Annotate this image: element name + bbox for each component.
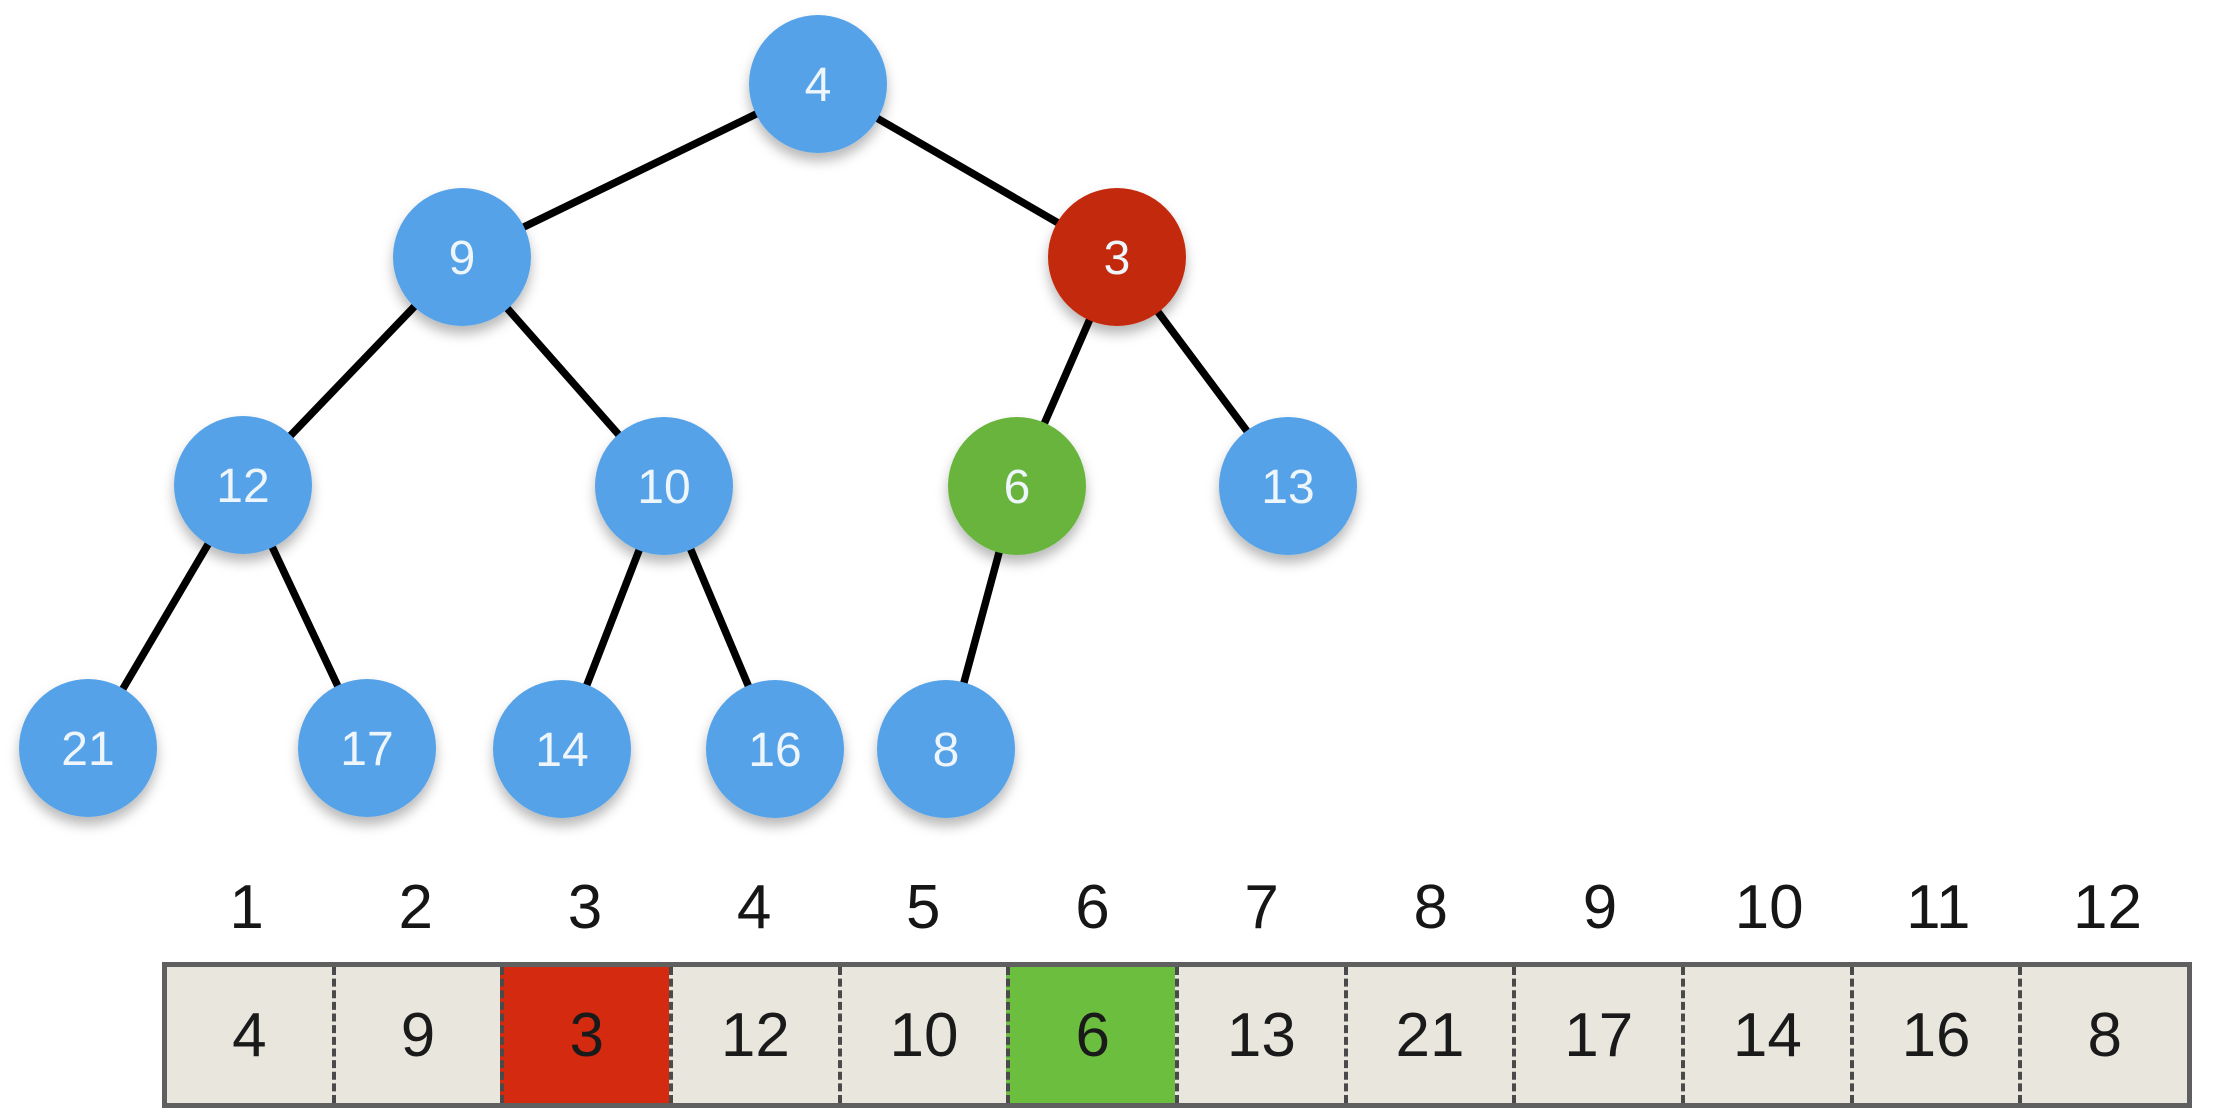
tree-node-value: 6 (1004, 461, 1031, 514)
array-cell: 10 (837, 967, 1007, 1103)
array-cell: 6 (1006, 967, 1176, 1103)
tree-node-value: 21 (61, 723, 114, 776)
array-cell-value: 12 (720, 1000, 790, 1070)
tree-node-value: 3 (1104, 232, 1131, 285)
array-cell: 13 (1175, 967, 1344, 1103)
tree-node-value: 10 (637, 461, 690, 514)
tree-node-circle-4 (749, 15, 887, 153)
array-index-label: 9 (1582, 872, 1618, 942)
array-index-label: 1 (229, 872, 264, 942)
tree-node-circle-9 (393, 188, 531, 326)
tree-node-value: 9 (449, 232, 476, 285)
array-index-label: 4 (736, 872, 772, 942)
tree-node-value: 17 (340, 723, 393, 776)
tree-node-circle-8 (877, 680, 1015, 818)
array-index-label: 12 (2072, 872, 2142, 942)
array-cell: 12 (669, 967, 838, 1103)
array-index-label: 7 (1244, 872, 1279, 942)
array-cell: 3 (500, 967, 670, 1103)
array-cell-value: 6 (1075, 1000, 1110, 1070)
tree-node-circle-16 (706, 680, 844, 818)
array-index-label: 6 (1075, 872, 1110, 942)
array-cell: 17 (1512, 967, 1681, 1103)
array-index-label: 8 (1413, 872, 1449, 942)
array-cell: 9 (331, 967, 501, 1103)
array-cell: 4 (167, 967, 332, 1103)
tree-edges (84, 80, 1292, 753)
tree-node-circle-17 (298, 679, 436, 817)
tree-node-value: 8 (933, 724, 960, 777)
array-index-label: 5 (906, 872, 941, 942)
tree-nodes: 4 9 3 12 10 6 13 21 17 14 16 8 (19, 15, 1357, 818)
array-cell: 8 (2018, 967, 2187, 1103)
array-box: 4 9 3 12 10 6 13 21 17 14 16 8 (162, 962, 2192, 1108)
tree-node-circle-3 (1048, 188, 1186, 326)
tree-node-circle-6 (948, 417, 1086, 555)
array-cell-value: 10 (889, 1000, 959, 1070)
array-cell-value: 16 (1901, 1000, 1971, 1070)
array-cell: 21 (1343, 967, 1513, 1103)
tree-node-circle-21 (19, 679, 157, 817)
array-cell-value: 3 (569, 1000, 604, 1070)
tree-node-value: 4 (805, 59, 832, 112)
array-cell-value: 4 (232, 1000, 267, 1070)
tree-node-value: 14 (535, 724, 588, 777)
tree-node-circle-12 (174, 416, 312, 554)
tree-node-circle-13 (1219, 417, 1357, 555)
array-cell: 14 (1681, 967, 1850, 1103)
array-cell: 16 (1849, 967, 2019, 1103)
tree-node-circle-10 (595, 417, 733, 555)
tree-node-circle-14 (493, 680, 631, 818)
tree-node-value: 13 (1261, 461, 1314, 514)
array-cell-value: 21 (1395, 1000, 1465, 1070)
array-cell-value: 13 (1226, 1000, 1296, 1070)
tree-node-value: 12 (216, 460, 269, 513)
array-index-label: 10 (1734, 872, 1804, 942)
array-cell-value: 9 (400, 1000, 436, 1070)
array-index-label: 3 (567, 872, 603, 942)
tree-node-value: 16 (748, 724, 801, 777)
array-index-label: 2 (398, 872, 433, 942)
array-cell-value: 8 (2087, 1000, 2122, 1070)
array-index-label: 11 (1906, 872, 1971, 942)
array-cell-value: 17 (1564, 1000, 1634, 1070)
array-cell-value: 14 (1732, 1000, 1802, 1070)
